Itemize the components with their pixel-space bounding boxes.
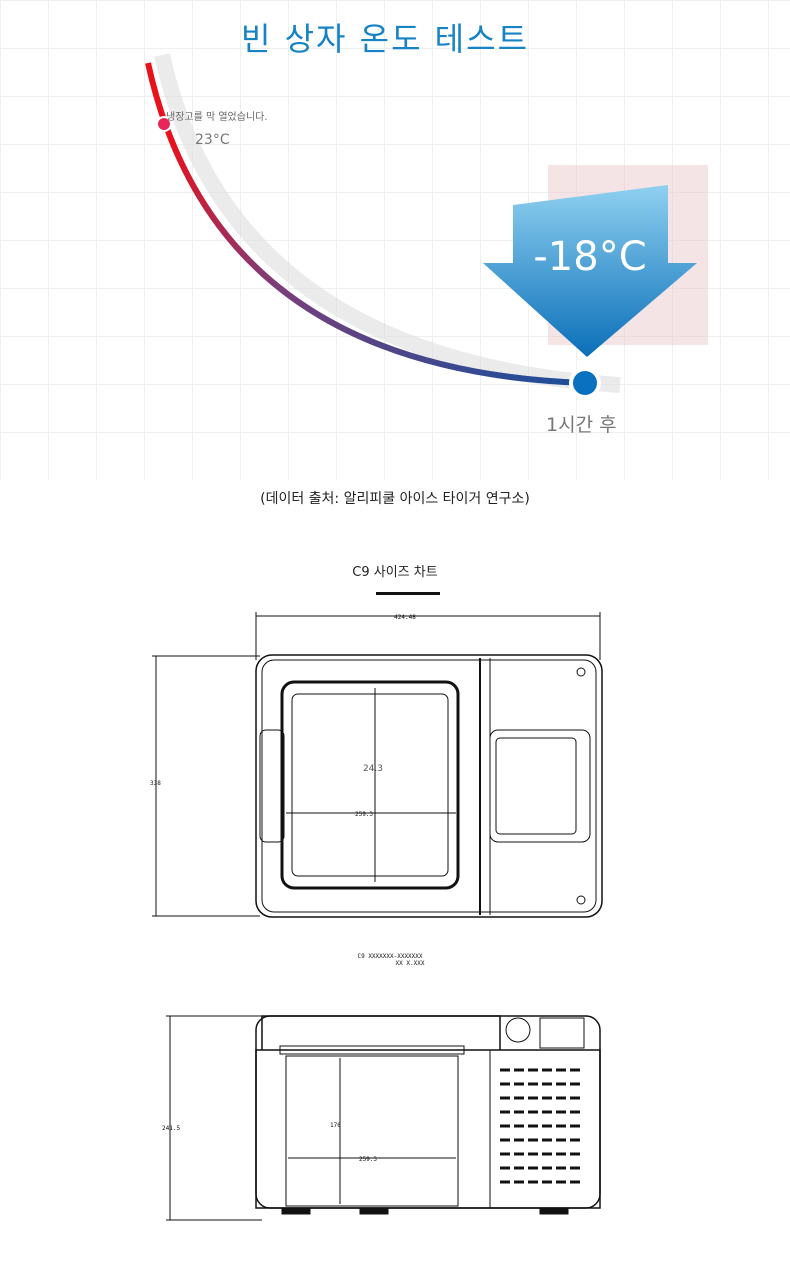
model-note-1: C9 XXXXXXX-XXXXXXX	[357, 953, 422, 960]
side-view: 241.5 176 259.3	[162, 1015, 601, 1221]
dim-inner-width: 259.3	[355, 811, 373, 818]
page-title: 빈 상자 온도 테스트	[240, 20, 530, 58]
data-source: (데이터 출처: 알리피쿨 아이스 타이거 연구소)	[260, 491, 530, 507]
temperature-curve-chart: -18°C	[145, 53, 708, 399]
size-diagram: 424.48 338 24.3 259.3 C9 XXXXXXX-XXXXXXX…	[150, 612, 603, 1221]
title-underline	[376, 592, 440, 595]
size-chart-title: C9 사이즈 차트	[352, 565, 438, 580]
side-dim-inner-width: 259.3	[359, 1156, 377, 1163]
start-note: 냉장고를 막 열었습니다.	[166, 112, 268, 123]
end-point	[569, 367, 601, 399]
model-note-2: XX X.XXX	[396, 960, 425, 967]
dim-inner-depth: 24.3	[363, 764, 383, 774]
top-view: 424.48 338 24.3 259.3 C9 XXXXXXX-XXXXXXX…	[150, 612, 603, 967]
dim-height: 338	[150, 780, 161, 787]
curve-shadow	[154, 53, 621, 393]
temperature-curve	[145, 62, 586, 386]
start-temp-label: 23°C	[195, 132, 230, 148]
side-dim-inner-height: 176	[330, 1122, 341, 1129]
dim-width: 424.48	[394, 614, 416, 621]
down-arrow-icon	[483, 185, 697, 357]
side-dim-height: 241.5	[162, 1125, 180, 1132]
end-temp-label: -18°C	[533, 234, 646, 280]
end-time-label: 1시간 후	[546, 414, 617, 436]
start-point	[156, 116, 172, 132]
